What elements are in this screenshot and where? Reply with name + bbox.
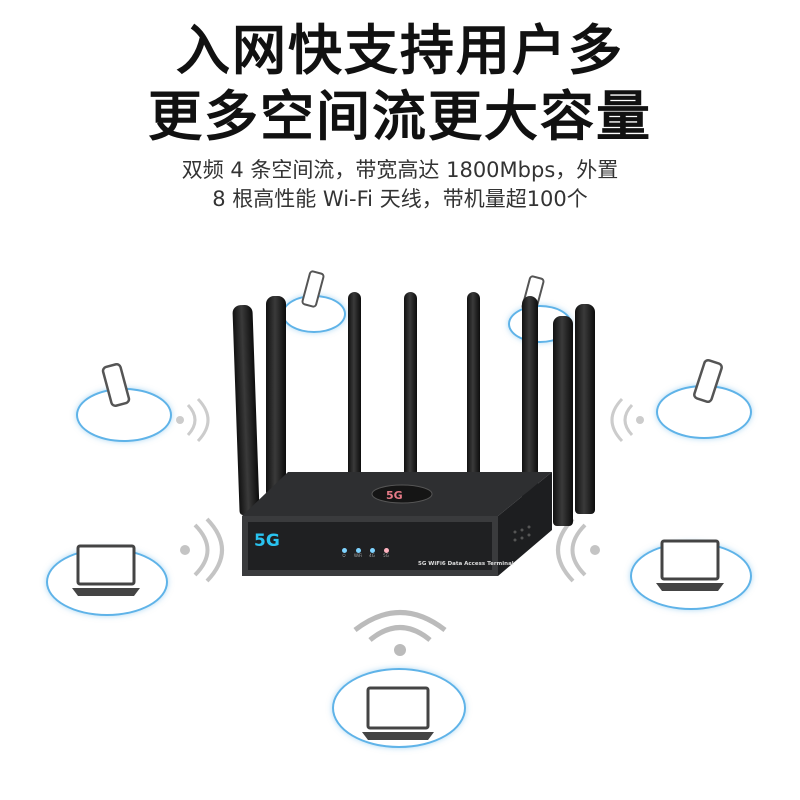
led-wifi: WiFi	[354, 548, 362, 558]
wifi-waves-icon	[610, 397, 644, 443]
headline-line2: 更多空间流更大容量	[148, 85, 652, 148]
phone-icon	[101, 363, 131, 407]
phone-icon	[693, 358, 723, 404]
antenna	[266, 296, 286, 496]
wifi-waves-icon	[180, 517, 224, 583]
led-4g: 4G	[368, 548, 376, 558]
led-panel: ⏻ WiFi 4G 5G	[340, 548, 390, 558]
led-power: ⏻	[340, 548, 348, 558]
antenna	[404, 292, 417, 482]
router-logo: 5G	[254, 531, 280, 551]
router-body	[242, 472, 552, 576]
subtitle-line2: 8 根高性能 Wi-Fi 天线，带机量超100个	[212, 187, 588, 211]
antenna	[522, 296, 538, 506]
antenna	[553, 316, 573, 526]
laptop-icon	[72, 544, 140, 596]
led-5g: 5G	[382, 548, 390, 558]
antenna	[467, 292, 480, 482]
router-top-badge: 5G	[386, 489, 403, 502]
router-label: 5G WiFi6 Data Access Terminal	[418, 561, 514, 567]
laptop-icon	[362, 686, 434, 740]
subtitle-line1: 双频 4 条空间流，带宽高达 1800Mbps，外置	[181, 158, 619, 182]
headline-line1: 入网快支持用户多	[176, 19, 624, 82]
wifi-waves-icon	[176, 397, 210, 443]
phone-icon	[301, 270, 325, 308]
antenna	[348, 292, 361, 482]
antenna	[575, 304, 595, 514]
wifi-waves-icon	[353, 610, 447, 656]
laptop-icon	[656, 539, 724, 591]
